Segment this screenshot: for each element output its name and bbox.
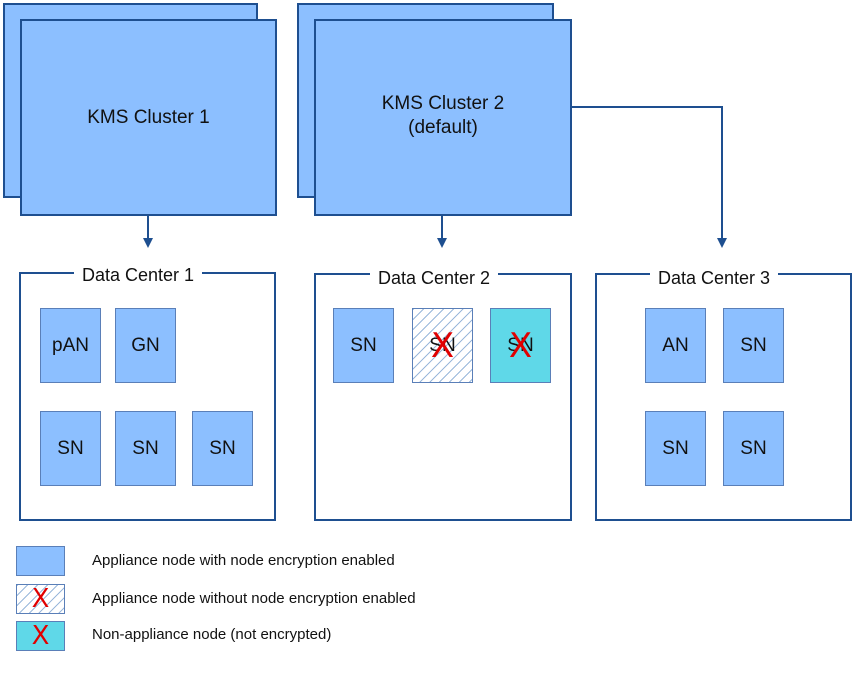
node-sn: SN	[333, 308, 394, 383]
node-pan: pAN	[40, 308, 101, 383]
kms-cluster-2-sublabel: (default)	[408, 116, 478, 138]
kms-cluster-1-label: KMS Cluster 1	[87, 106, 210, 128]
kms-cluster-2-label: KMS Cluster 2	[381, 92, 505, 114]
x-mark-icon: X	[508, 325, 533, 366]
node-sn: SN	[115, 411, 176, 486]
x-mark-icon: X	[31, 621, 50, 651]
legend-swatch-unencrypted-appliance: X	[16, 584, 65, 614]
node-an: AN	[645, 308, 706, 383]
arrow-kms2-to-dc3	[571, 106, 727, 248]
node-sn: SN	[723, 411, 784, 486]
kms-cluster-2: KMS Cluster 2 (default)	[314, 19, 572, 216]
node-sn: SN	[645, 411, 706, 486]
legend-label-unencrypted-appliance: Appliance node without node encryption e…	[92, 590, 416, 607]
node-sn: SN	[723, 308, 784, 383]
node-sn: SN	[192, 411, 253, 486]
legend-swatch-encrypted	[16, 546, 65, 576]
node-gn: GN	[115, 308, 176, 383]
legend-swatch-non-appliance: X	[16, 621, 65, 651]
x-mark-icon: X	[31, 584, 50, 614]
node-sn-non-appliance: SN X	[490, 308, 551, 383]
node-sn-unencrypted-appliance: SN X	[412, 308, 473, 383]
data-center-3-title: Data Center 3	[650, 267, 779, 289]
legend-label-encrypted: Appliance node with node encryption enab…	[92, 552, 395, 569]
data-center-1-title: Data Center 1	[74, 264, 203, 286]
node-sn: SN	[40, 411, 101, 486]
data-center-2-title: Data Center 2	[370, 267, 499, 289]
legend-label-non-appliance: Non-appliance node (not encrypted)	[92, 626, 332, 643]
kms-cluster-1: KMS Cluster 1	[20, 19, 277, 216]
x-mark-icon: X	[430, 325, 455, 366]
